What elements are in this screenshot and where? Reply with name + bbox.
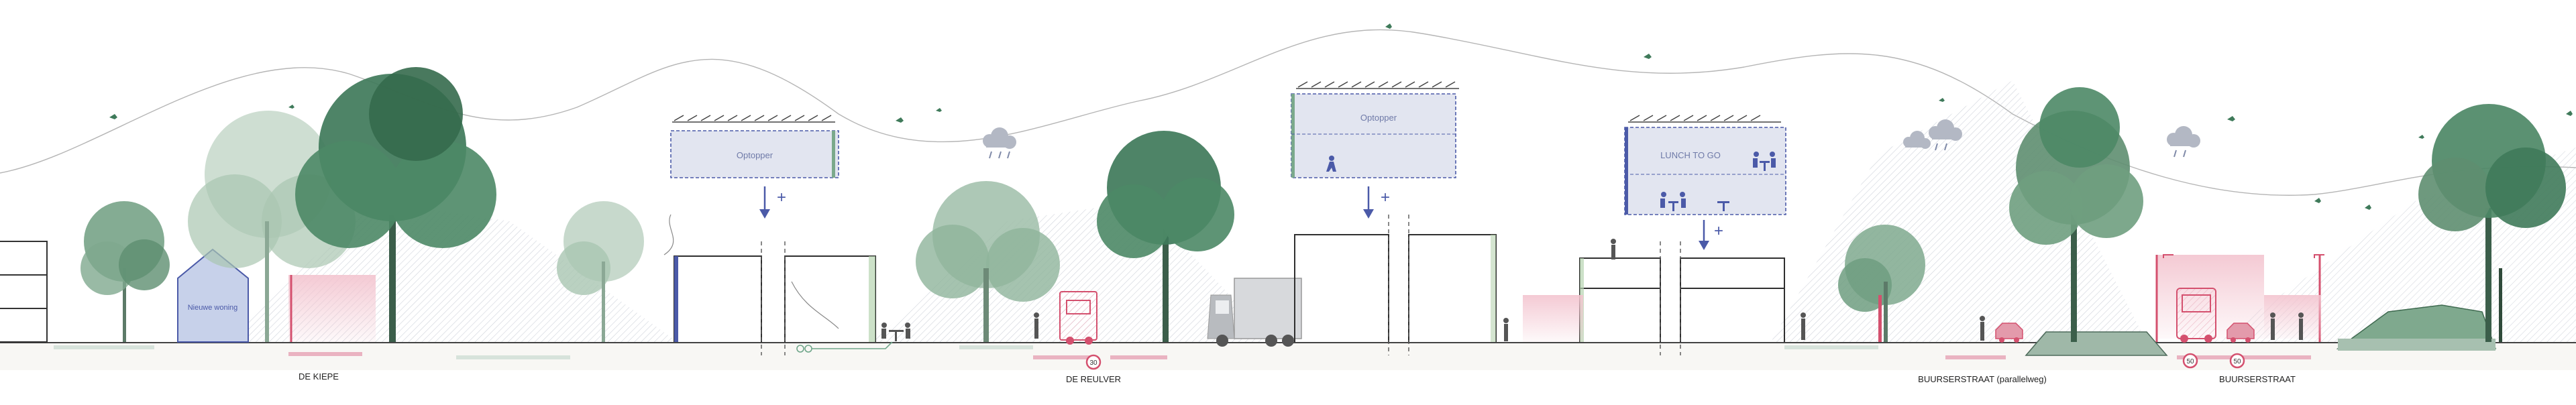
lunch-to-go-panel: LUNCH TO GO — [1624, 115, 1786, 215]
street-label-de-kiepe: DE KIEPE — [299, 371, 339, 382]
cafe-table — [881, 323, 910, 341]
tree-small-left — [80, 201, 170, 342]
speed-sign-30-label: 30 — [1089, 359, 1097, 367]
street-lamps — [2163, 254, 2324, 258]
optopper-2-label: Optopper — [1360, 113, 1397, 123]
person-icon — [1326, 156, 1336, 172]
car-parallel — [1995, 323, 2023, 343]
people — [1034, 239, 2304, 341]
building-left — [0, 241, 48, 343]
sidewalk-markings — [54, 345, 1878, 359]
rain-cloud-icon — [1929, 119, 1962, 151]
arrow-down-icon — [1699, 220, 1709, 250]
tree-large-right — [2009, 87, 2143, 342]
optopper-1-label: Optopper — [737, 150, 773, 160]
rain-cloud-icon — [1903, 131, 1931, 149]
tree-far-right — [2418, 104, 2566, 342]
optopper-panel-2: Optopper — [1291, 81, 1459, 178]
arrow-down-icon — [1363, 186, 1374, 219]
plus-sign-3: + — [1714, 222, 1723, 240]
solar-panel-icon — [1296, 81, 1459, 89]
bird-icon — [109, 23, 2573, 210]
building-lunch — [1579, 257, 1785, 342]
car-main — [2226, 323, 2255, 343]
building-de-reulver — [1294, 234, 1497, 342]
optopper-panel-1: Optopper — [670, 115, 839, 178]
building-de-kiepe — [674, 255, 876, 342]
tree-light-mid — [557, 201, 644, 342]
tree-dark-mid — [1097, 131, 1234, 342]
plus-sign-1: + — [777, 188, 786, 207]
new-house-label: Nieuwe woning — [188, 304, 238, 312]
bus — [2176, 288, 2216, 343]
street-label-parallelweg: BUURSERSTRAAT (parallelweg) — [1918, 374, 2047, 384]
speed-sign-50a-label: 50 — [2186, 358, 2194, 365]
solar-panel-icon — [672, 115, 835, 123]
tree-reulver-light — [916, 181, 1060, 342]
delivery-van — [1059, 291, 1097, 345]
speed-sign-50b-label: 50 — [2233, 358, 2241, 365]
truck — [1207, 278, 1302, 347]
dining-people-icon — [1660, 152, 1776, 211]
rain-cloud-icon — [2167, 126, 2200, 158]
street-label-de-reulver: DE REULVER — [1066, 374, 1121, 384]
light-zone-left — [288, 275, 376, 342]
speed-sign-50b: 50 — [2229, 353, 2245, 369]
arrow-down-icon — [759, 186, 770, 219]
plus-sign-2: + — [1381, 188, 1390, 207]
solar-panel-icon — [1628, 115, 1781, 123]
speed-sign-50a: 50 — [2182, 353, 2198, 369]
street-label-buurserstraat: BUURSERSTRAAT — [2219, 374, 2296, 384]
speed-sign-30: 30 — [1085, 354, 1102, 370]
water-pipes — [796, 341, 893, 353]
lunch-to-go-label: LUNCH TO GO — [1660, 150, 1721, 160]
tree-large-dark — [295, 67, 496, 342]
embankment-left — [2025, 331, 2168, 356]
rain-cloud-icon — [983, 127, 1016, 159]
